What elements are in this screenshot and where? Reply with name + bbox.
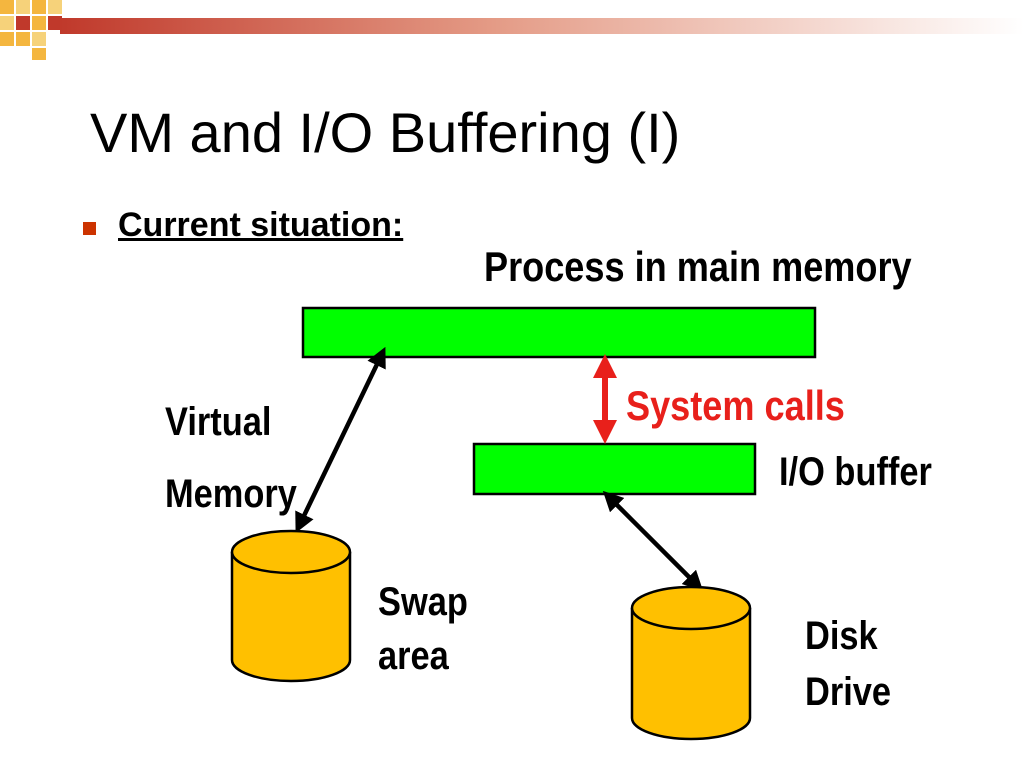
slide-title: VM and I/O Buffering (I) [90,101,681,164]
virtual-memory-label: Virtual Memory [165,400,297,516]
virtual-memory-arrow [295,346,386,534]
swap-area-label: Swap area [378,580,468,678]
header-decoration [0,0,1024,60]
swap-area-cylinder [230,529,352,683]
system-calls-label: System calls [626,382,845,429]
process-memory-bar [301,306,817,359]
disk-drive-cylinder [630,585,752,741]
bullet-heading: Current situation: [118,206,404,244]
disk-transfer-arrow [602,490,704,592]
io-buffer-bar [472,442,757,496]
disk-drive-label: Disk Drive [805,614,892,714]
bullet-marker [83,222,96,235]
process-label: Process in main memory [484,243,912,290]
io-buffer-label: I/O buffer [779,450,932,494]
